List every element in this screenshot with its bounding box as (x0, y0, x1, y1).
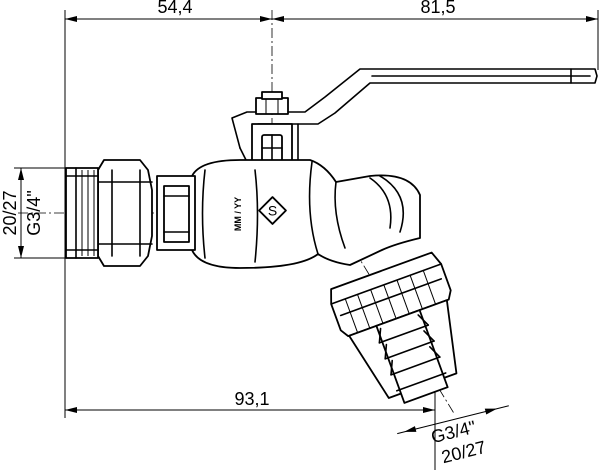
manufacturer-logo: S (258, 196, 287, 225)
body-marking: MM / YY (233, 197, 243, 231)
valve-body: MM / YY S (191, 159, 421, 269)
top-dimension: 54,4 81,5 (65, 0, 598, 22)
dimension-inlet-length: 54,4 (157, 0, 192, 17)
hose-connector (330, 251, 458, 404)
inlet-dimension: 20/27 G3/4" (0, 168, 44, 258)
extension-lines (14, 10, 599, 418)
dimension-inlet-size: 20/27 (0, 190, 20, 235)
inlet-thread (65, 167, 99, 259)
union-nut (97, 159, 153, 267)
stem-nut (251, 91, 293, 167)
dimension-inlet-thread: G3/4" (24, 190, 44, 235)
logo-letter: S (268, 203, 277, 219)
dimension-lever-length: 81,5 (420, 0, 455, 17)
dimension-overall-length: 93,1 (234, 389, 269, 409)
bottom-dimension: 93,1 (65, 375, 436, 470)
body-hex-flats (156, 175, 196, 251)
outlet-dimension: G3/4" 20/27 (397, 405, 509, 467)
